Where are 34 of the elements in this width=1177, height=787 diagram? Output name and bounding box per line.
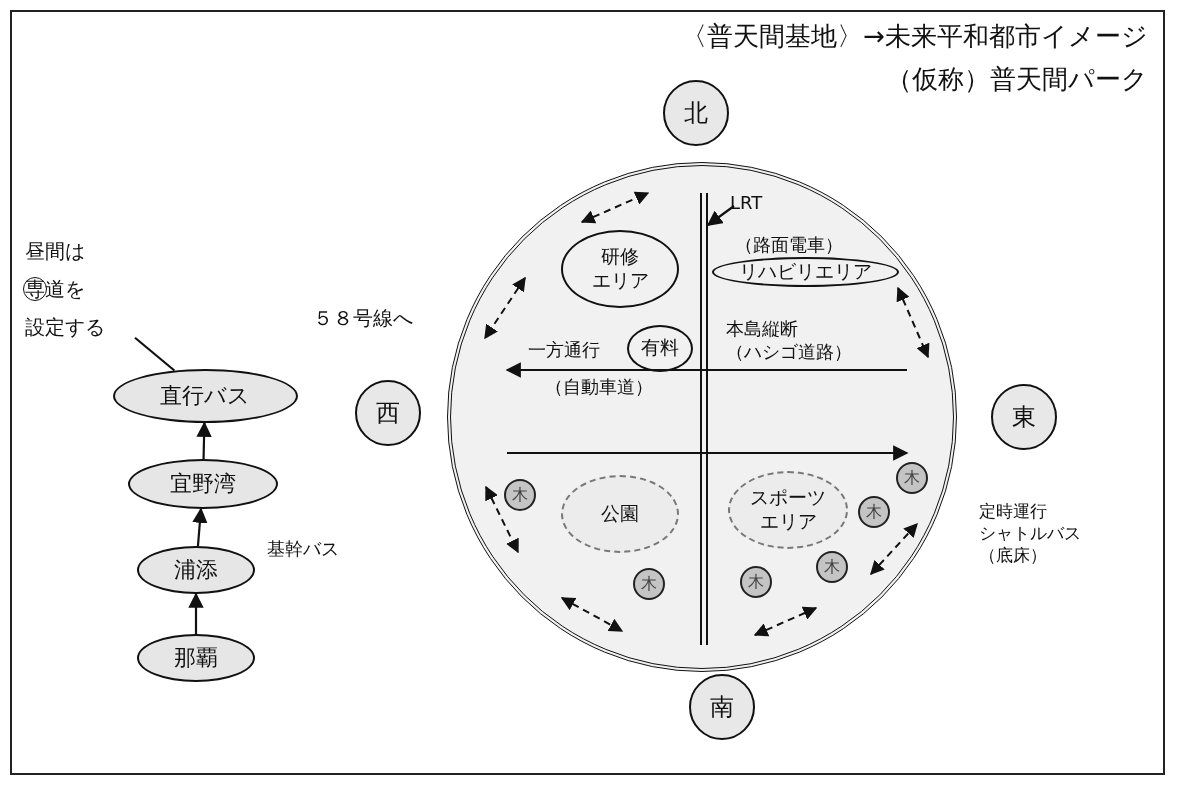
tree-circle: 木 <box>816 551 848 583</box>
map-label: 基幹バス <box>267 537 339 561</box>
area-ellipse: スポーツエリア <box>728 471 848 549</box>
tree-circle: 木 <box>858 496 890 528</box>
compass-circle: 北 <box>663 80 729 146</box>
title-text: 〈普天間基地〉→未来平和都市イメージ <box>681 20 1148 54</box>
bus-ellipse: 直行バス <box>112 369 298 423</box>
tree-circle: 木 <box>504 479 536 511</box>
arrow <box>196 421 212 460</box>
city-ellipse: 浦添 <box>137 546 255 594</box>
tree-circle: 木 <box>740 566 772 598</box>
map-label: ５８号線へ <box>313 305 413 331</box>
map-label: （自動車道） <box>545 375 653 399</box>
city-ellipse: 那覇 <box>137 634 255 682</box>
compass-circle: 南 <box>689 674 755 740</box>
leader-line <box>134 336 176 372</box>
arrow <box>192 507 208 547</box>
map-label: （路面電車） <box>735 233 843 257</box>
note-text: 昼間は専道を設定する <box>25 232 135 352</box>
compass-circle: 西 <box>355 380 421 446</box>
tram-line <box>700 193 708 645</box>
area-ellipse: 研修エリア <box>561 230 679 308</box>
area-ellipse: リハビリエリア <box>711 257 899 287</box>
toll-ellipse: 有料 <box>627 324 693 372</box>
arrow <box>188 592 204 634</box>
city-ellipse: 宜野湾 <box>128 459 278 509</box>
area-ellipse: 公園 <box>561 475 679 553</box>
tree-circle: 木 <box>896 462 928 494</box>
subtitle-text: （仮称）普天間パーク <box>886 63 1148 97</box>
map-label: 一方通行 <box>528 338 600 362</box>
tree-circle: 木 <box>633 568 665 600</box>
map-label: 定時運行シャトルバス（底床） <box>979 499 1081 567</box>
map-label: 本島縦断（ハシゴ道路） <box>726 316 852 364</box>
compass-circle: 東 <box>991 384 1057 450</box>
